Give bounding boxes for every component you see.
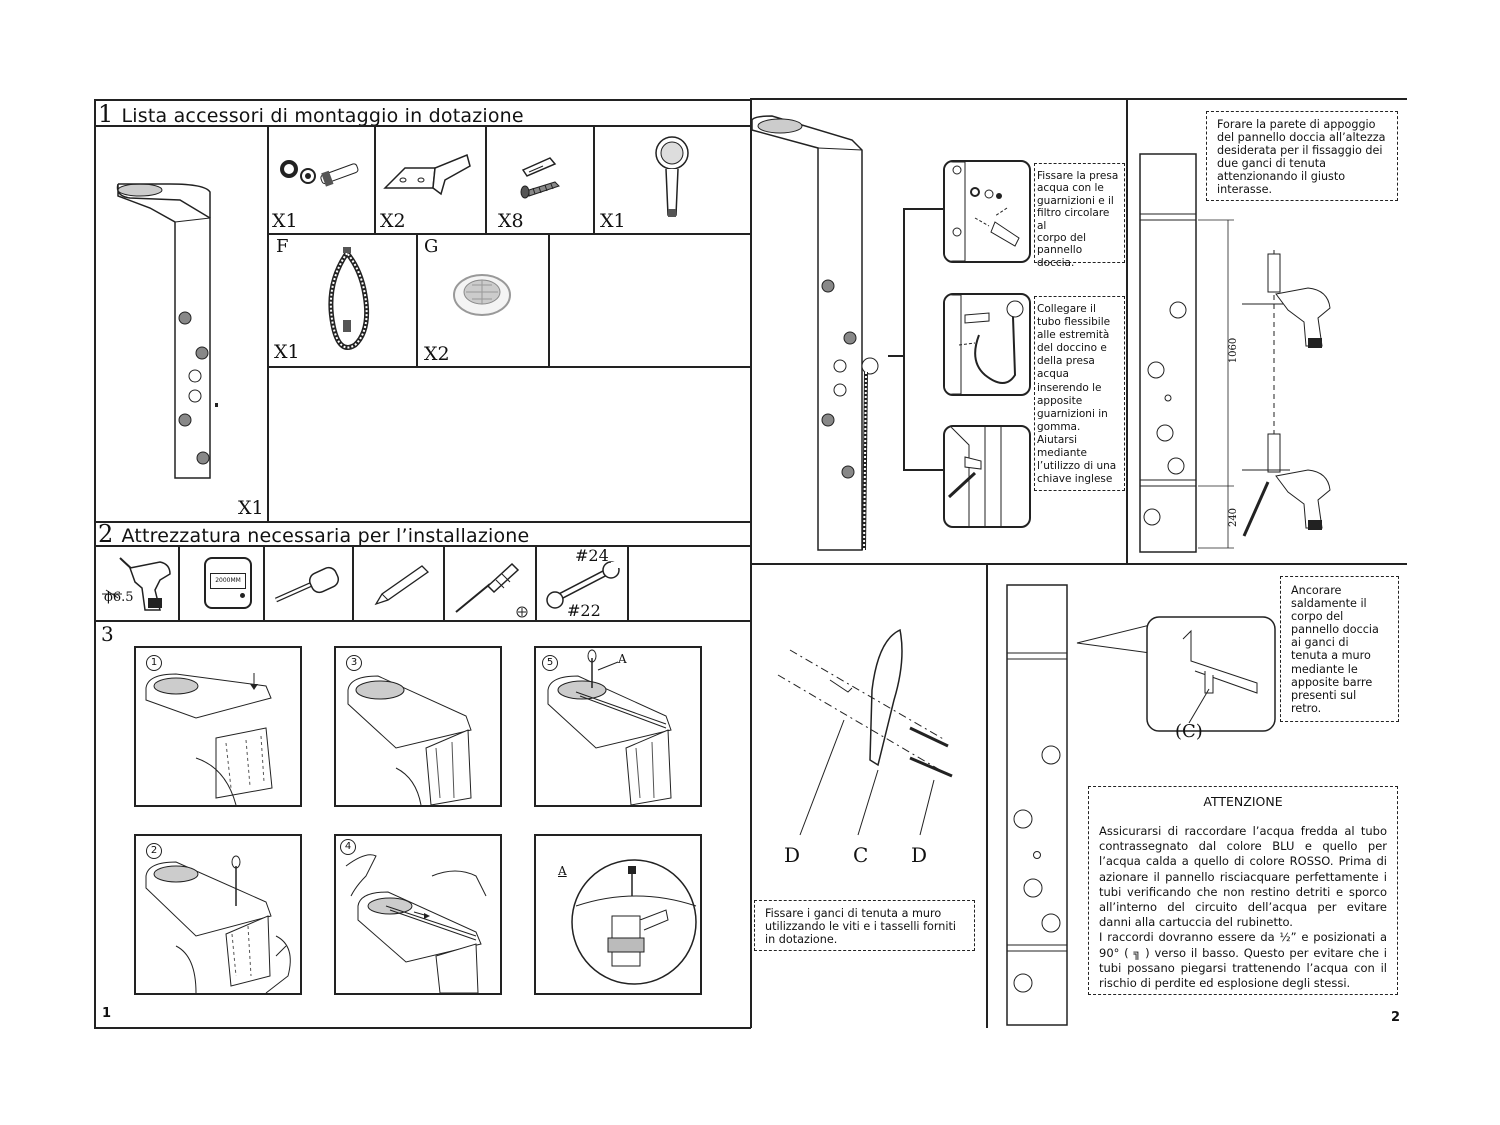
- note-connector: Fissare la presa acqua con le guarnizion…: [1034, 163, 1125, 269]
- wrench-icon: [546, 561, 621, 609]
- step-4-figure: 4: [334, 834, 502, 995]
- quantity: X1: [600, 210, 626, 232]
- step-5-illustration: [547, 649, 672, 806]
- quantity: X1: [238, 497, 264, 519]
- bracket-label: (C): [1175, 721, 1203, 742]
- divider: [94, 99, 751, 101]
- attention-title: ATTENZIONE: [1203, 794, 1283, 809]
- quantity: X1: [274, 341, 300, 363]
- step-number: 2: [146, 843, 162, 859]
- note-hose: Collegare il tubo flessibile alle estrem…: [1034, 296, 1125, 491]
- item-letter: G: [424, 236, 439, 257]
- dimension-lower: 240: [1228, 507, 1240, 528]
- detail-hose-figure: [943, 293, 1031, 396]
- pencil-icon: [374, 565, 430, 606]
- panel-back-drill-view: [1139, 153, 1331, 553]
- note-hooks: Fissare i ganci di tenuta a muro utilizz…: [754, 900, 975, 951]
- step-number: 4: [340, 839, 356, 855]
- bracket-icon: [383, 153, 471, 196]
- panel-anchor-view: [1006, 584, 1276, 1026]
- tape-measure-icon: 2000MM: [204, 557, 252, 609]
- label-c: C: [853, 843, 869, 867]
- section-2-title: 2 Attrezzatura necessaria per l’installaz…: [98, 520, 529, 548]
- label-d-right: D: [911, 843, 928, 867]
- page-number: 2: [1391, 1010, 1401, 1025]
- attention-paragraph-2: I raccordi dovranno essere da ½” e posiz…: [1099, 930, 1387, 991]
- tape-label: 2000MM: [210, 573, 246, 589]
- wrench-size-bottom: #22: [567, 601, 601, 620]
- detail-wrench-figure: [943, 425, 1031, 528]
- step-4-illustration: [345, 854, 487, 994]
- section-number: 2: [98, 520, 114, 548]
- note-drill: Forare la parete di appoggio del pannell…: [1206, 111, 1398, 201]
- step-number: 5: [542, 655, 558, 671]
- page-number: 1: [102, 1006, 112, 1021]
- step-1-illustration: [145, 673, 273, 806]
- step-2-illustration: [145, 855, 291, 994]
- divider: [94, 1027, 751, 1029]
- item-letter: F: [276, 236, 289, 257]
- attention-box: ATTENZIONE Assicurarsi di raccordare l’a…: [1088, 786, 1398, 995]
- section-3-number: 3: [101, 622, 114, 646]
- hand-shower-icon: [655, 136, 689, 217]
- detail-connector-figure: [943, 160, 1031, 263]
- screwdriver-icon: [455, 562, 528, 618]
- step-number: 3: [346, 655, 362, 671]
- detail-a-illustration: [571, 859, 697, 985]
- detail-a-figure: A: [534, 834, 702, 995]
- step-5-figure: 5 A: [534, 646, 702, 807]
- screw-anchor-icon: [520, 157, 560, 199]
- section-1-title: 1 Lista accessori di montaggio in dotazio…: [98, 100, 524, 128]
- step-3-figure: 3: [334, 646, 502, 807]
- water-connector-icon: [280, 160, 359, 187]
- section-title-text: Attrezzatura necessaria per l’installazi…: [121, 525, 530, 547]
- mallet-icon: [274, 566, 340, 603]
- quantity: X2: [424, 343, 450, 365]
- attention-paragraph-1: Assicurarsi di raccordare l’acqua fredda…: [1099, 824, 1387, 930]
- step-number: 1: [146, 655, 162, 671]
- step-1-figure: 1: [134, 646, 302, 807]
- shower-panel-icon: [116, 183, 218, 479]
- shower-panel-side-view: [751, 115, 879, 551]
- note-anchor: Ancorare saldamente il corpo del pannell…: [1280, 576, 1399, 722]
- wrench-size-top: #24: [575, 546, 609, 565]
- hose-icon: [328, 247, 370, 350]
- drill-icon: [102, 557, 171, 611]
- divider: [94, 99, 96, 1028]
- section-title-text: Lista accessori di montaggio in dotazion…: [121, 105, 524, 127]
- drill-size: ϕ6.5: [104, 590, 134, 605]
- hook-fixing-illustration: [777, 628, 953, 836]
- label-d-left: D: [784, 843, 801, 867]
- detail-label: A: [558, 864, 567, 878]
- filter-icon: [453, 274, 511, 316]
- quantity: X1: [272, 210, 298, 232]
- detail-label: A: [618, 652, 627, 666]
- quantity: X8: [498, 210, 524, 232]
- quantity: X2: [380, 210, 406, 232]
- step-2-figure: 2: [134, 834, 302, 995]
- step-3-illustration: [347, 675, 472, 806]
- section-number: 1: [98, 100, 114, 128]
- dimension-upper: 1060: [1228, 337, 1240, 364]
